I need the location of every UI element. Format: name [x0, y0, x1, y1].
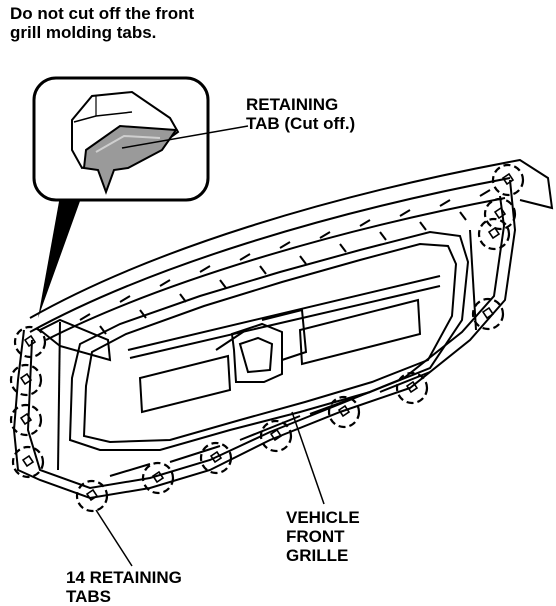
tab-marker [75, 479, 109, 513]
tab-marker [477, 217, 511, 251]
tab-marker [141, 461, 175, 495]
caution-note-line: grill molding tabs. [10, 23, 157, 42]
retaining-tab-label-line: TAB (Cut off.) [246, 114, 356, 133]
tab-marker [13, 325, 47, 359]
tab-marker [9, 403, 43, 437]
grille-label-line: FRONT [286, 527, 345, 546]
retaining-tab-leader [121, 125, 249, 149]
tab-marker [259, 419, 293, 453]
retaining-tabs-count-label: 14 RETAINING TABS [66, 568, 182, 606]
retaining-tab-markers [9, 163, 525, 513]
inset-leader [38, 185, 84, 318]
retaining-tab-label: RETAINING TAB (Cut off.) [246, 95, 355, 133]
tab-marker [491, 163, 525, 197]
tabs-label-line: 14 RETAINING [66, 568, 182, 587]
tab-marker [199, 441, 233, 475]
caution-note-line: Do not cut off the front [10, 4, 195, 23]
grille-body [12, 158, 554, 500]
tab-clips [19, 172, 515, 502]
grille-label-line: VEHICLE [286, 508, 360, 527]
tab-marker [9, 363, 43, 397]
tab-marker [483, 197, 517, 231]
grille-label-line: GRILLE [286, 546, 349, 565]
retaining-tab-label-line: RETAINING [246, 95, 339, 114]
caution-note: Do not cut off the front grill molding t… [10, 4, 194, 42]
tab-marker [471, 297, 505, 331]
vehicle-front-grille-label: VEHICLE FRONT GRILLE [286, 508, 360, 565]
tabs-leader [95, 509, 133, 567]
inset-detail [32, 76, 249, 318]
tab-marker [327, 395, 361, 429]
tab-marker [11, 445, 45, 479]
tab-marker [395, 371, 429, 405]
tabs-label-line: TABS [66, 587, 112, 606]
grille-leader [291, 411, 325, 505]
